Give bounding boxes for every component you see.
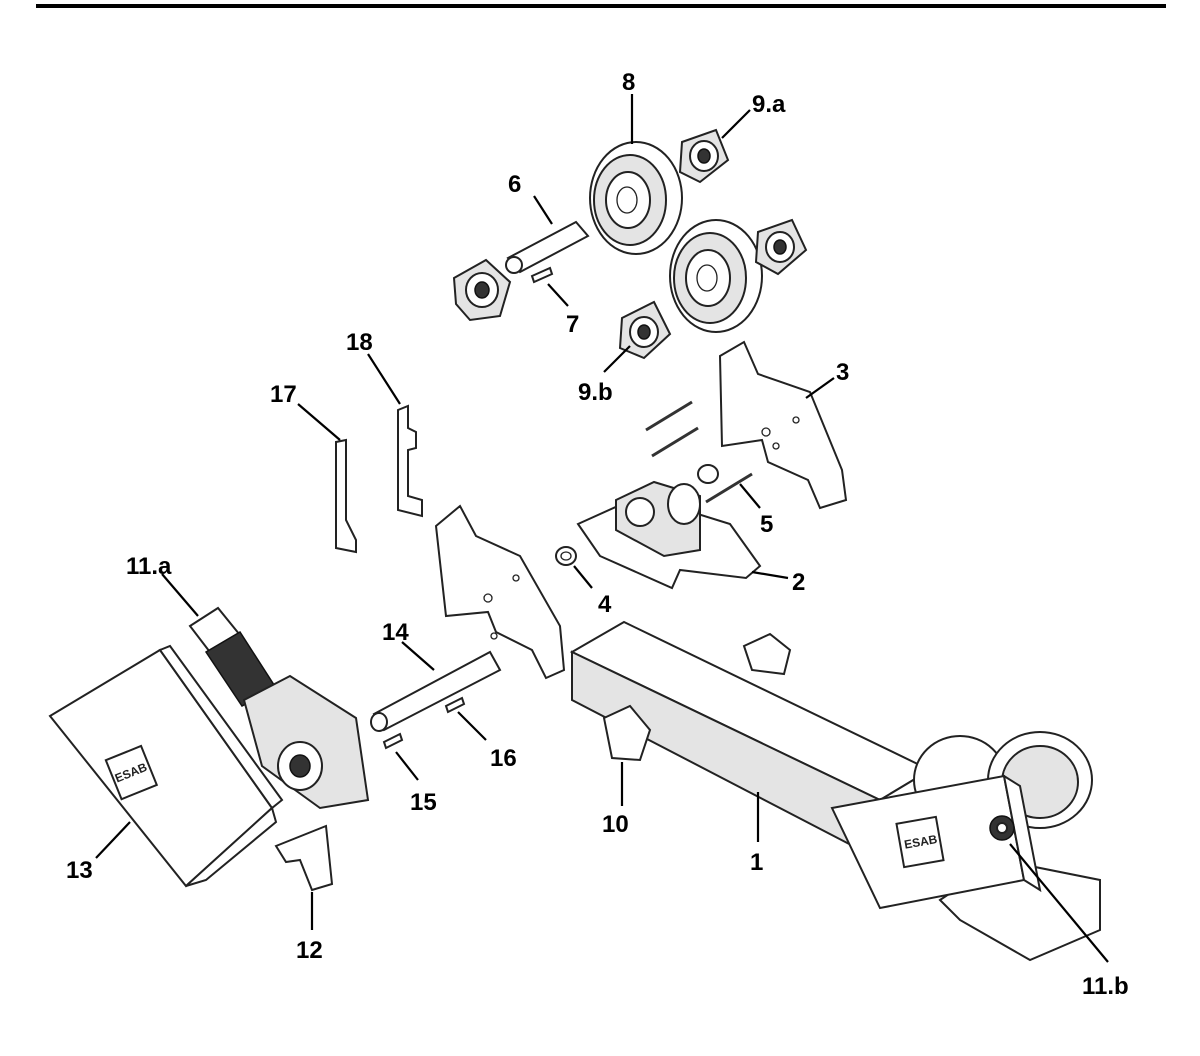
key-16 — [444, 696, 466, 714]
callout-10: 10 — [602, 811, 629, 838]
leader-3 — [805, 377, 835, 399]
callout-7: 7 — [566, 311, 579, 338]
leader-13 — [95, 821, 131, 859]
pins-5 — [645, 400, 753, 504]
leader-17 — [297, 403, 341, 441]
callout-11b: 11.b — [1082, 973, 1129, 1000]
callout-13: 13 — [66, 857, 93, 884]
callout-18: 18 — [346, 329, 373, 356]
callout-11a: 11.a — [126, 553, 172, 580]
callout-15: 15 — [410, 789, 437, 816]
bracket-12 — [274, 824, 334, 892]
bearing-housing-9b — [618, 300, 672, 360]
esab-logo-right: ESAB — [903, 832, 939, 852]
callout-16: 16 — [490, 745, 517, 772]
callout-8: 8 — [622, 69, 635, 96]
bearing-housing-right — [754, 218, 808, 276]
drive-shaft-14 — [370, 650, 502, 732]
side-plate-left — [434, 504, 566, 680]
callout-17: 17 — [270, 381, 297, 408]
motor-gearbox-11a — [188, 606, 370, 810]
callout-9a: 9.a — [752, 91, 786, 118]
leader-5 — [739, 483, 761, 509]
callout-4: 4 — [598, 591, 612, 618]
wheel-lower — [669, 219, 763, 333]
leader-15 — [395, 751, 419, 781]
leader-14 — [401, 641, 435, 671]
callout-9b: 9.b — [578, 379, 613, 406]
leader-11b — [1009, 843, 1109, 963]
base-plate-2 — [576, 464, 762, 590]
leader-4 — [573, 565, 593, 589]
leader-7 — [547, 283, 569, 307]
leader-9a — [721, 109, 751, 139]
bearing-housing-left — [452, 258, 512, 322]
bracket-18 — [397, 404, 423, 518]
bearing-housing-9a — [678, 128, 730, 184]
key-7 — [530, 266, 554, 284]
leader-6 — [533, 195, 553, 225]
callout-12: 12 — [296, 937, 323, 964]
axle-shaft-6 — [505, 220, 590, 274]
callout-3: 3 — [836, 359, 849, 386]
cover-13: ESAB — [48, 644, 284, 888]
side-plate-3 — [718, 340, 848, 510]
drive-unit-assembly: ESAB — [830, 731, 1101, 962]
callout-5: 5 — [760, 511, 773, 538]
callout-6: 6 — [508, 171, 521, 198]
key-15 — [382, 732, 404, 750]
leader-16 — [457, 711, 487, 741]
top-rule — [36, 4, 1166, 8]
leader-9b — [603, 345, 631, 373]
wheel-upper — [589, 141, 683, 255]
leader-18 — [367, 353, 401, 405]
mount-bracket-10 — [602, 632, 792, 762]
callout-2: 2 — [792, 569, 805, 596]
leader-11a — [161, 573, 199, 617]
bracket-17 — [335, 438, 357, 554]
bushing-4 — [555, 546, 577, 566]
callout-1: 1 — [750, 849, 763, 876]
leader-2 — [751, 570, 789, 580]
callout-14: 14 — [382, 619, 409, 646]
